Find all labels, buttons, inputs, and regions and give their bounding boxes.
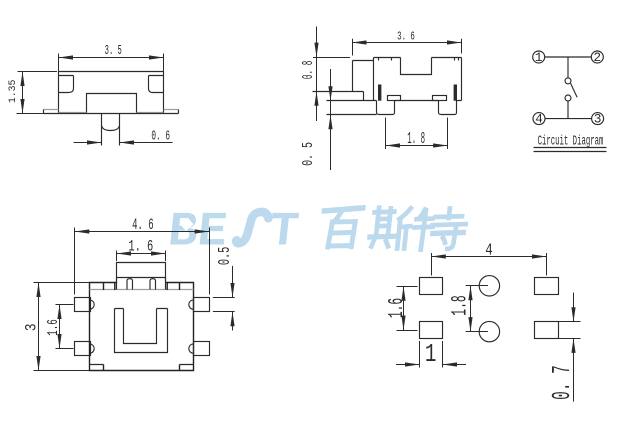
svg-text:1.6: 1.6	[45, 319, 62, 335]
svg-text:1.8: 1.8	[449, 295, 473, 315]
svg-text:0.5: 0.5	[217, 247, 235, 266]
svg-text:0. 8: 0. 8	[299, 61, 316, 80]
svg-text:1.6: 1.6	[385, 298, 409, 318]
svg-text:Circuit Diagram: Circuit Diagram	[538, 135, 604, 150]
svg-text:1. 8: 1. 8	[407, 129, 425, 148]
svg-text:3. 5: 3. 5	[105, 44, 122, 59]
svg-text:0. 7: 0. 7	[548, 365, 578, 400]
svg-text:4: 4	[485, 242, 493, 260]
svg-text:1.35: 1.35	[8, 80, 19, 103]
svg-text:1: 1	[425, 339, 437, 368]
svg-text:2: 2	[594, 51, 602, 65]
svg-text:3: 3	[23, 323, 41, 331]
svg-text:4: 4	[535, 113, 543, 127]
svg-text:0. 6: 0. 6	[151, 130, 170, 145]
svg-text:4. 6: 4. 6	[132, 216, 154, 234]
svg-text:3: 3	[594, 113, 602, 127]
svg-text:1: 1	[535, 51, 543, 65]
svg-text:1. 6: 1. 6	[128, 238, 153, 256]
svg-text:0. 5: 0. 5	[300, 142, 316, 166]
svg-text:3. 6: 3. 6	[397, 30, 415, 43]
svg-text:T: T	[266, 205, 301, 259]
